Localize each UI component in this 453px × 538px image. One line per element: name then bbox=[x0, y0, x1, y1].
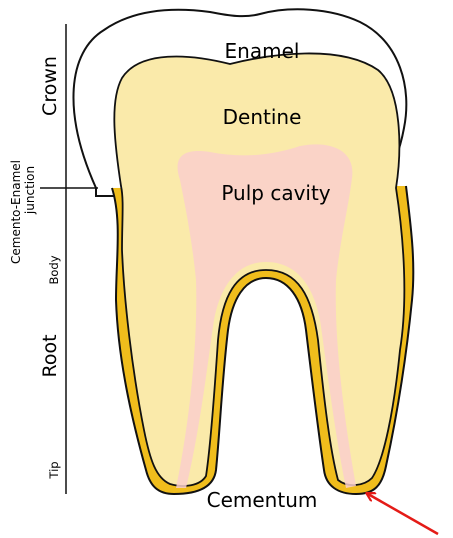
red-arrow-icon bbox=[368, 494, 438, 534]
crown-label: Crown bbox=[39, 56, 61, 116]
tip-label: Tip bbox=[47, 461, 61, 479]
root-label: Root bbox=[39, 334, 61, 377]
enamel-label: Enamel bbox=[225, 39, 300, 63]
dentine-label: Dentine bbox=[223, 105, 302, 129]
cemento-enamel-label-line2: junction bbox=[23, 166, 37, 215]
body-label: Body bbox=[47, 255, 61, 284]
cementum-label: Cementum bbox=[207, 488, 318, 512]
pulp-cavity-label: Pulp cavity bbox=[221, 181, 330, 205]
cemento-enamel-label-line1: Cemento-Enamel bbox=[9, 160, 23, 264]
